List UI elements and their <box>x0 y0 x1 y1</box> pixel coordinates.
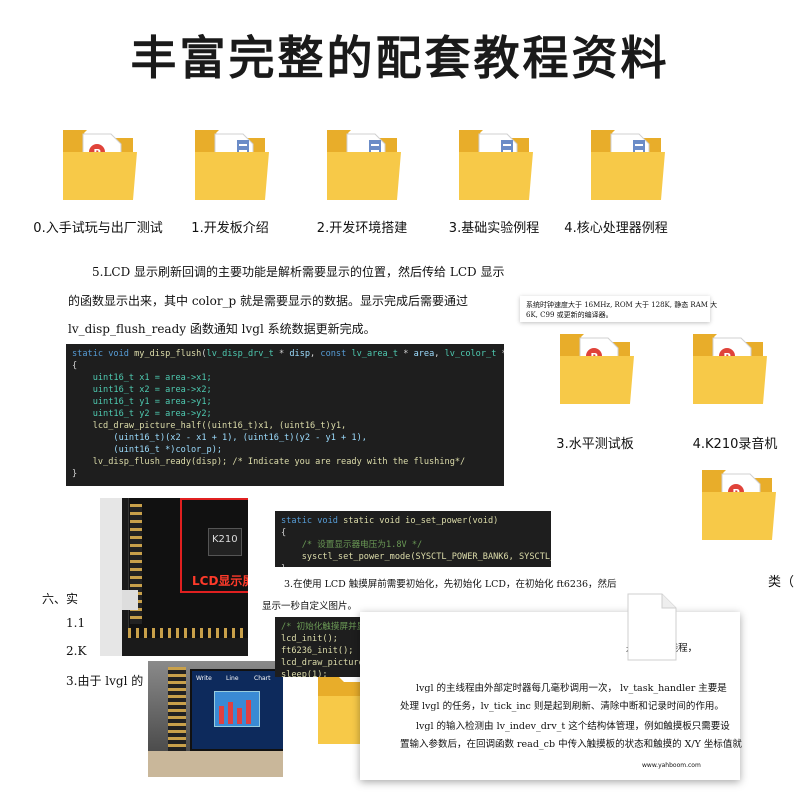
code-line: ft6236_init(); <box>281 646 354 656</box>
folder-label[interactable]: 4.K210录音机 <box>692 437 778 452</box>
code-line: } <box>72 469 78 479</box>
lcd-screen: Write Line Chart <box>190 669 283 751</box>
code-line: sleep(1); <box>281 670 328 677</box>
code-line: lcd_init(); <box>281 634 338 644</box>
doc-line: 2.K <box>66 644 87 658</box>
code-line: lv_disp_flush_ready(disp); /* Indicate y… <box>72 457 466 467</box>
pin-header <box>168 667 186 767</box>
folder-icon[interactable] <box>185 126 275 204</box>
lcd-frame <box>180 498 248 593</box>
screen-chart <box>214 691 260 727</box>
doc-snippet: 系统时钟速度大于 16MHz, ROM 大于 128K, 静态 RAM 大 6K… <box>520 296 717 322</box>
pdf-file-icon[interactable] <box>622 592 680 662</box>
code-line: { <box>72 361 78 371</box>
folder-label[interactable]: 3.基础实验例程 <box>448 221 540 236</box>
doc-page: 是 lvgl 的线程， lvgl 的主线程由外部定时器每几毫秒调用一次， lv_… <box>360 612 742 780</box>
watermark-url: www.yahboom.com <box>642 762 701 769</box>
board-photo: K210 LCD显示屏 <box>100 498 248 656</box>
code-line: { <box>281 528 287 538</box>
code-line: uint16_t x2 = area->x2; <box>72 385 212 395</box>
folder-icon[interactable] <box>449 126 539 204</box>
board-photo-bg <box>100 498 122 656</box>
doc-line: 3.在使用 LCD 触摸屏前需要初始化，先初始化 LCD，在初始化 ft6236… <box>284 579 617 590</box>
screen-tab: Write <box>196 675 212 682</box>
lcd-label: LCD显示屏 <box>192 574 248 588</box>
pcb <box>128 498 248 638</box>
connector <box>122 590 138 610</box>
folder-label[interactable]: 0.入手试玩与出厂测试 <box>33 221 163 236</box>
code-line: lcd_draw_picture_half((uint16_t)x1, (uin… <box>72 421 347 431</box>
screen-tab: Chart <box>254 675 271 682</box>
code-block-power: static void static void io_set_power(voi… <box>275 511 551 567</box>
code-line: uint16_t x1 = area->x1; <box>72 373 212 383</box>
chip <box>208 528 242 556</box>
folder-label[interactable]: 4.核心处理器例程 <box>564 221 668 236</box>
folder-icon[interactable]: P <box>683 330 773 408</box>
doc-line: 6K, C99 或更新的编译器。 <box>526 311 613 319</box>
folder-icon[interactable]: P <box>692 466 782 544</box>
doc-line: lvgl 的输入检测由 lv_indev_drv_t 这个结构体管理，例如触摸板… <box>416 721 730 732</box>
code-block-flush: static void my_disp_flush(lv_disp_drv_t … <box>66 344 504 486</box>
board-screen-photo: Write Line Chart <box>148 661 283 777</box>
doc-line: 5.LCD 显示刷新回调的主要功能是解析需要显示的位置，然后传给 LCD 显示 <box>92 265 505 279</box>
folder-icon[interactable] <box>317 126 407 204</box>
code-line: (uint16_t *)color_p); <box>72 445 223 455</box>
doc-line: 3.由于 lvgl 的 <box>66 674 144 688</box>
doc-line: lvgl 的主线程由外部定时器每几毫秒调用一次， lv_task_handler… <box>416 683 727 694</box>
folder-icon[interactable]: P <box>53 126 143 204</box>
folder-icon[interactable]: P <box>550 330 640 408</box>
folder-label[interactable]: 2.开发环境搭建 <box>316 221 408 236</box>
doc-line: 1.1 <box>66 616 86 630</box>
doc-heading: 六、实 <box>42 592 79 606</box>
folder-label[interactable]: 类（ <box>767 575 794 590</box>
doc-line: 处理 lvgl 的任务，lv_tick_inc 则是起到刷新、清除中断和记录时间… <box>400 701 724 712</box>
code-line: /* 设置显示器电压为1.8V */ <box>281 540 423 550</box>
code-line: } <box>281 563 545 567</box>
doc-line: lv_disp_flush_ready 函数通知 lvgl 系统数据更新完成。 <box>68 322 376 336</box>
doc-line: 的函数显示出来，其中 color_p 就是需要显示的数据。显示完成后需要通过 <box>68 294 469 308</box>
hand <box>148 751 283 777</box>
doc-line: 置输入参数后，在回调函数 read_cb 中传入触摸板的状态和触摸的 X/Y 坐… <box>400 739 742 750</box>
code-line: static void my_disp_flush(lv_disp_drv_t … <box>72 349 504 359</box>
code-line: static void io_set_power(void) <box>343 516 499 526</box>
folder-label[interactable]: 1.开发板介绍 <box>191 221 269 236</box>
code-line: uint16_t y1 = area->y1; <box>72 397 212 407</box>
page-title: 丰富完整的配套教程资料 <box>130 31 670 85</box>
folder-label[interactable]: 3.水平测试板 <box>556 437 634 452</box>
code-line: sysctl_set_power_mode(SYSCTL_POWER_BANK6… <box>301 552 551 562</box>
pin-row <box>128 628 248 638</box>
screen-tab: Line <box>226 675 239 682</box>
doc-line: 显示一秒自定义图片。 <box>262 601 358 612</box>
chip-label: K210 <box>212 534 238 545</box>
doc-line: 系统时钟速度大于 16MHz, ROM 大于 128K, 静态 RAM 大 <box>526 301 718 309</box>
folder-icon[interactable] <box>581 126 671 204</box>
code-line: (uint16_t)(x2 - x1 + 1), (uint16_t)(y2 -… <box>72 433 367 443</box>
code-line: uint16_t y2 = area->y2; <box>72 409 212 419</box>
